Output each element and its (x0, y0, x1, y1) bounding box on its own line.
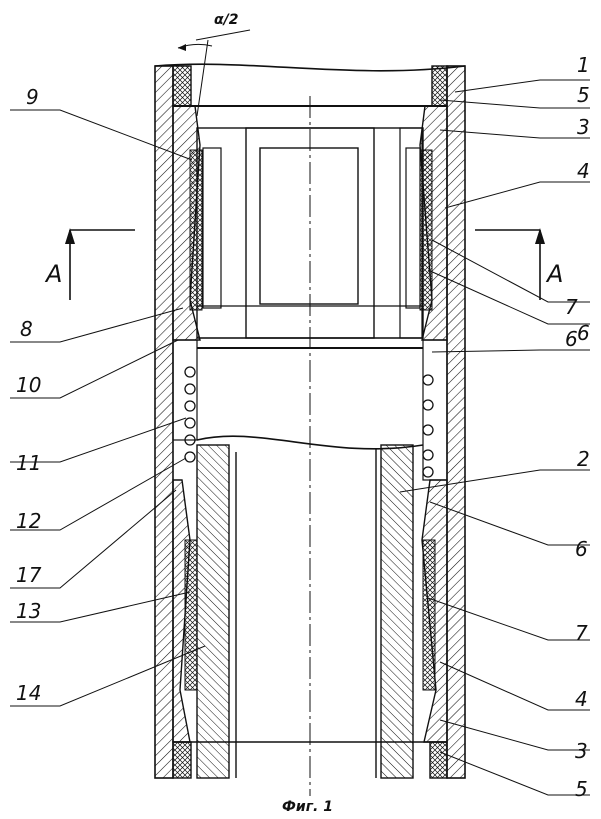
callout-5-top: 5 (577, 83, 590, 107)
angle-label: α/2 (214, 12, 238, 28)
callout-3-top: 3 (577, 115, 590, 139)
callout-4-top: 4 (577, 159, 590, 183)
callout-2: 2 (577, 447, 590, 471)
callout-13: 13 (16, 599, 41, 623)
callout-6-middle: 6 (565, 327, 578, 351)
section-label-left: А (44, 260, 62, 288)
callout-6-upper: 6 (577, 321, 590, 345)
callout-5-bottom: 5 (575, 777, 588, 801)
figure-caption: Фиг. 1 (282, 799, 333, 815)
callout-10: 10 (16, 373, 41, 397)
callout-17: 17 (16, 563, 42, 587)
callout-9: 9 (26, 85, 39, 109)
callout-3-bottom: 3 (575, 739, 588, 763)
callout-4-bottom: 4 (575, 687, 588, 711)
section-marks: А А (44, 228, 563, 300)
left-callouts: 9 8 10 11 12 17 13 14 (16, 85, 42, 705)
section-label-right: А (545, 260, 563, 288)
callout-7-bottom: 7 (575, 621, 588, 645)
callout-11: 11 (16, 451, 41, 475)
right-callouts: 1 5 3 4 7 6 6 2 6 7 4 3 5 (565, 53, 590, 801)
callout-6-lower: 6 (575, 537, 588, 561)
callout-7-top: 7 (565, 295, 578, 319)
callout-14: 14 (16, 681, 41, 705)
callout-8: 8 (20, 317, 33, 341)
callout-12: 12 (16, 509, 41, 533)
callout-1: 1 (577, 53, 590, 77)
